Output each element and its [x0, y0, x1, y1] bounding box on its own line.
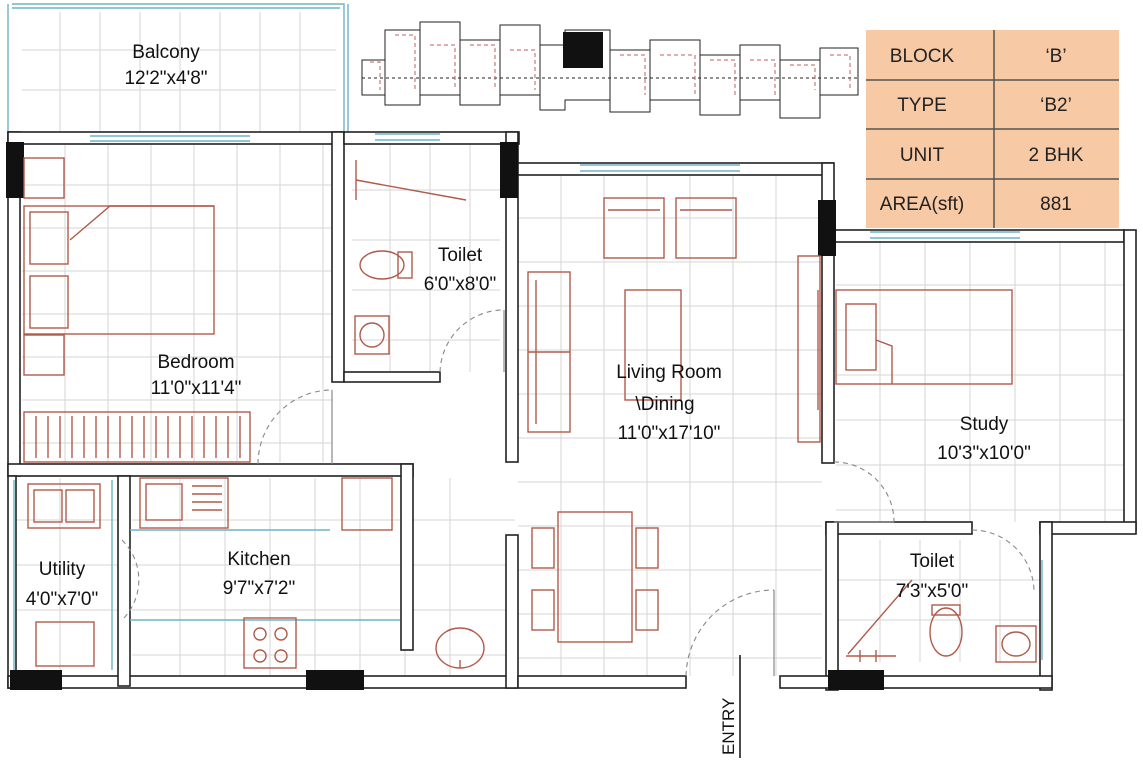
- area-label: AREA(sft): [880, 194, 964, 215]
- unit-value: 2 BHK: [1029, 145, 1084, 166]
- balcony-name: Balcony: [132, 42, 200, 63]
- living-name-line1: Living Room: [616, 362, 722, 383]
- entry-marker: ENTRY: [719, 655, 741, 758]
- building-key-plan-icon: [360, 20, 860, 120]
- toilet2-name: Toilet: [910, 551, 955, 572]
- furniture: [23, 157, 1037, 669]
- living-name-line2: \Dining: [635, 394, 694, 415]
- walls: [7, 3, 1137, 691]
- entry-label: ENTRY: [719, 698, 738, 755]
- bedroom-name: Bedroom: [157, 352, 234, 373]
- doors: [121, 309, 1035, 677]
- room-labels: Balcony 12'2"x4'8" Bedroom 11'0"x11'4" T…: [26, 42, 1031, 610]
- unit-label: UNIT: [900, 145, 945, 166]
- structural-columns: [6, 142, 884, 690]
- windows: [13, 133, 1043, 670]
- utility-name: Utility: [39, 559, 86, 580]
- toilet1-name: Toilet: [438, 245, 483, 266]
- type-label: TYPE: [897, 95, 947, 116]
- area-value: 881: [1040, 194, 1072, 215]
- kitchen-name: Kitchen: [227, 549, 290, 570]
- living-size: 11'0"x17'10": [618, 423, 721, 444]
- balcony-size: 12'2"x4'8": [124, 68, 207, 89]
- toilet2-size: 7'3"x5'0": [896, 581, 969, 602]
- utility-size: 4'0"x7'0": [26, 589, 99, 610]
- floor-tile-grid: [14, 12, 1124, 676]
- kitchen-size: 9'7"x7'2": [223, 578, 296, 599]
- type-value: ‘B2’: [1040, 95, 1072, 116]
- study-size: 10'3"x10'0": [937, 443, 1031, 464]
- toilet1-size: 6'0"x8'0": [424, 274, 497, 295]
- bedroom-size: 11'0"x11'4": [151, 378, 242, 399]
- info-table: BLOCK ‘B’ TYPE ‘B2’ UNIT 2 BHK AREA(sft)…: [866, 30, 1119, 228]
- study-name: Study: [960, 414, 1009, 435]
- block-value: ‘B’: [1045, 46, 1066, 67]
- block-label: BLOCK: [890, 46, 955, 67]
